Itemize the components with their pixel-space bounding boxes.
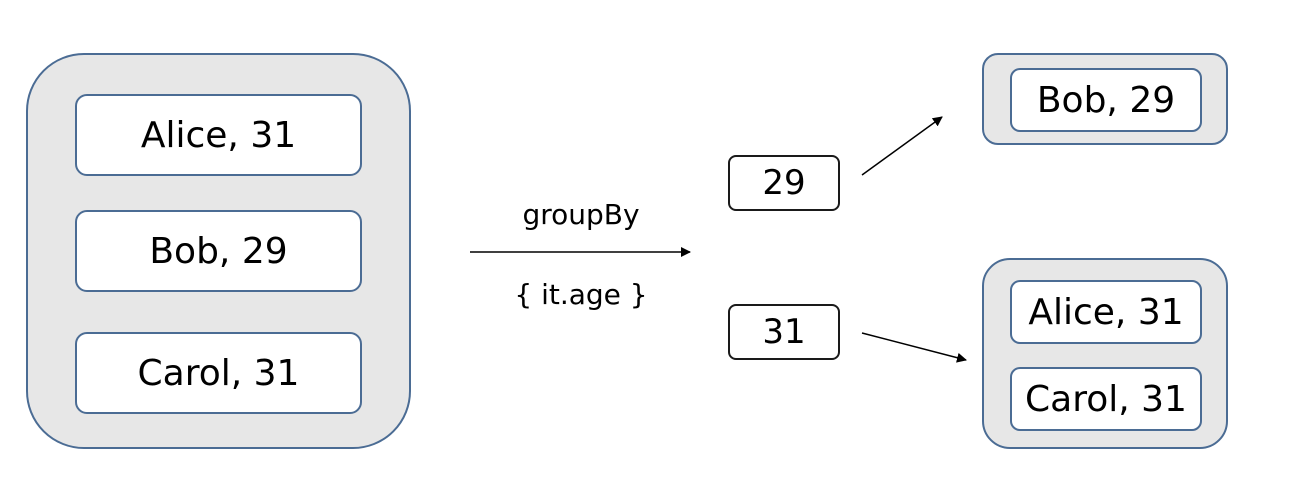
key-31-arrow (861, 332, 967, 363)
source-item-carol: Carol, 31 (75, 332, 362, 414)
group-key-31: 31 (728, 304, 840, 360)
group-item-carol: Carol, 31 (1010, 367, 1202, 431)
operation-name: groupBy (522, 198, 640, 231)
source-item-label: Bob, 29 (149, 230, 288, 272)
group-item-label: Alice, 31 (1028, 291, 1184, 333)
source-item-alice: Alice, 31 (75, 94, 362, 176)
source-item-label: Alice, 31 (140, 114, 297, 156)
operation-lambda: { it.age } (514, 278, 648, 311)
group-item-label: Bob, 29 (1036, 79, 1176, 121)
source-item-bob: Bob, 29 (75, 210, 362, 292)
group-key-label: 31 (762, 312, 806, 352)
group-box-29: Bob, 29 (982, 53, 1228, 145)
group-item-bob: Bob, 29 (1010, 68, 1202, 132)
group-key-label: 29 (762, 163, 806, 203)
group-box-31: Alice, 31 Carol, 31 (982, 258, 1228, 449)
source-item-label: Carol, 31 (137, 352, 300, 394)
source-collection: Alice, 31 Bob, 29 Carol, 31 (26, 53, 411, 449)
key-29-arrow (861, 116, 943, 176)
group-key-29: 29 (728, 155, 840, 211)
group-item-label: Carol, 31 (1025, 378, 1187, 420)
group-item-alice: Alice, 31 (1010, 280, 1202, 344)
